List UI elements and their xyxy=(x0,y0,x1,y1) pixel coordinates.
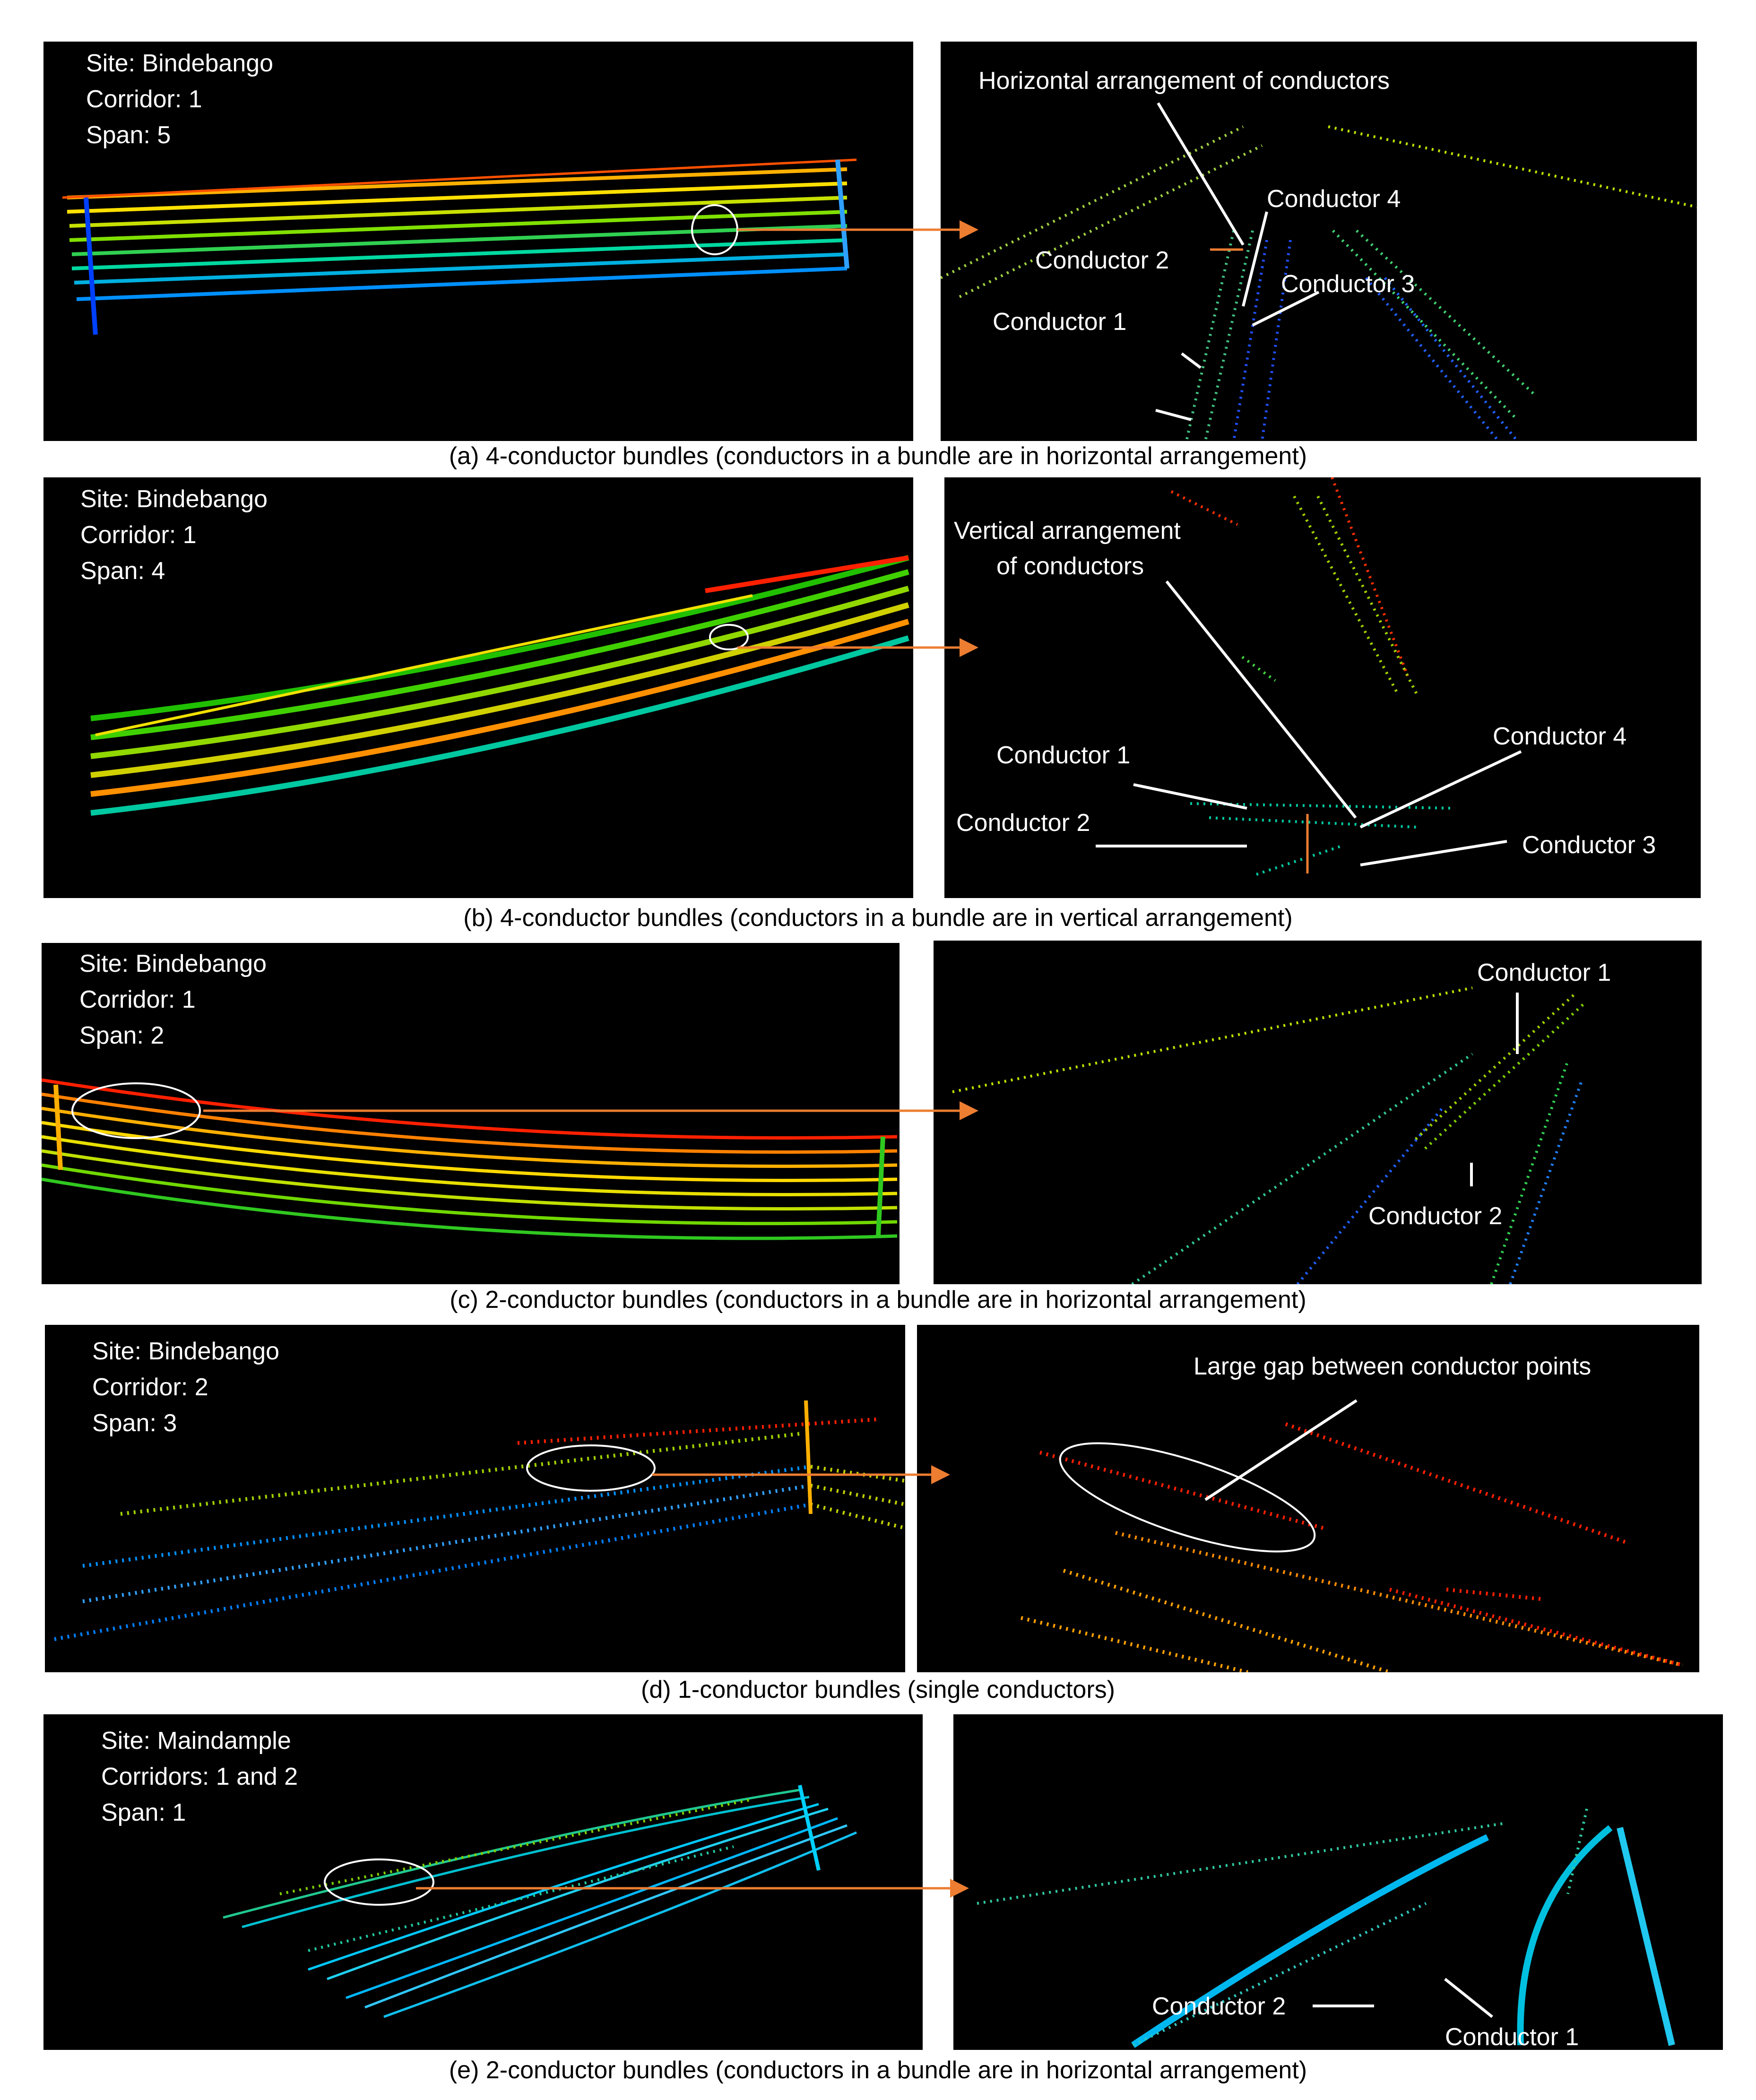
panel-d-detail: Large gap between conductor points xyxy=(917,1325,1699,1672)
caption-b: (b) 4-conductor bundles (conductors in a… xyxy=(463,904,1293,932)
zoom-arrow-b xyxy=(737,638,978,657)
zoom-arrow-e xyxy=(416,1879,969,1898)
panel-c-overview: Site: Bindebango Corridor: 1 Span: 2 xyxy=(42,943,900,1284)
caption-c: (c) 2-conductor bundles (conductors in a… xyxy=(450,1286,1306,1314)
caption-a: (a) 4-conductor bundles (conductors in a… xyxy=(449,442,1307,470)
label-vertical-arrangement: Vertical arrangement xyxy=(954,517,1181,544)
conductor-points xyxy=(54,1417,905,1641)
label-conductor-1: Conductor 1 xyxy=(1445,2023,1579,2050)
zoom-ellipse xyxy=(324,1858,434,1906)
label-conductor-2: Conductor 2 xyxy=(1368,1202,1502,1230)
conductor-points xyxy=(1170,477,1455,876)
corridor-label: Corridor: 1 xyxy=(79,986,196,1013)
tower xyxy=(798,1785,821,1871)
conductor-points xyxy=(279,1798,753,1952)
site-label: Site: Bindebango xyxy=(80,485,268,513)
point-cloud-d-overview xyxy=(54,1400,905,1641)
annotation-arrows xyxy=(1155,102,1320,421)
conductor-points xyxy=(952,986,1587,1284)
caption-d: (d) 1-conductor bundles (single conducto… xyxy=(641,1676,1115,1703)
zoom-arrow-c xyxy=(203,1101,978,1120)
tower xyxy=(804,1400,813,1514)
label-conductor-4: Conductor 4 xyxy=(1267,185,1401,213)
label-of-conductors: of conductors xyxy=(996,553,1144,580)
corridor-label: Corridor: 1 xyxy=(86,86,202,113)
zoom-arrow-d xyxy=(652,1465,950,1484)
point-cloud-e-overview xyxy=(223,1785,857,2018)
panel-e-detail: Conductor 2 Conductor 1 xyxy=(953,1714,1723,2050)
site-info: Site: Bindebango Corridor: 2 Span: 3 xyxy=(92,1333,279,1441)
panel-c-detail: Conductor 1 Conductor 2 xyxy=(934,941,1702,1284)
site-info: Site: Bindebango Corridor: 1 Span: 5 xyxy=(86,45,273,153)
conductor-points xyxy=(1021,1422,1683,1672)
label-conductor-1: Conductor 1 xyxy=(996,742,1130,769)
caption-e: (e) 2-conductor bundles (conductors in a… xyxy=(449,2057,1307,2084)
point-cloud-b-overview xyxy=(90,555,909,816)
corridor-label: Corridor: 1 xyxy=(80,521,197,549)
towers xyxy=(53,1084,885,1236)
label-horizontal-arrangement: Horizontal arrangement of conductors xyxy=(978,67,1390,95)
panel-a-overview: Site: Bindebango Corridor: 1 Span: 5 xyxy=(43,42,913,441)
conductor-lines xyxy=(62,158,857,301)
zoom-ellipse xyxy=(526,1444,656,1492)
conductor-points xyxy=(977,1808,1588,2047)
site-info: Site: Maindample Corridors: 1 and 2 Span… xyxy=(101,1723,298,1831)
conductor-lines xyxy=(90,555,909,816)
site-info: Site: Bindebango Corridor: 1 Span: 2 xyxy=(79,946,267,1054)
site-label: Site: Bindebango xyxy=(92,1338,280,1365)
site-label: Site: Bindebango xyxy=(86,50,274,77)
site-label: Site: Bindebango xyxy=(79,950,267,977)
point-cloud-a-overview xyxy=(62,158,857,335)
label-conductor-2: Conductor 2 xyxy=(956,809,1090,837)
point-cloud-c-detail: Conductor 1 Conductor 2 xyxy=(952,959,1611,1284)
label-conductor-2: Conductor 2 xyxy=(1152,1993,1286,2020)
zoom-ellipse xyxy=(709,624,749,650)
label-conductor-3: Conductor 3 xyxy=(1522,831,1656,859)
span-label: Span: 3 xyxy=(92,1409,177,1437)
annotation-arrows xyxy=(1096,580,1522,866)
corridor-label: Corridor: 2 xyxy=(92,1374,208,1401)
corridor-label: Corridors: 1 and 2 xyxy=(101,1763,298,1790)
span-label: Span: 5 xyxy=(86,121,171,149)
site-label: Site: Maindample xyxy=(101,1727,291,1754)
conductor-points xyxy=(941,125,1697,441)
label-conductor-1: Conductor 1 xyxy=(1477,959,1611,986)
label-conductor-2: Conductor 2 xyxy=(1035,247,1169,274)
panel-b-detail: Vertical arrangement of conductors Condu… xyxy=(944,477,1701,898)
annotation-arrows xyxy=(1470,993,1519,1186)
annotation-arrows xyxy=(1313,1978,1493,2018)
annotation-arrow xyxy=(1204,1399,1358,1501)
gap-ellipse xyxy=(1059,1442,1316,1553)
span-label: Span: 2 xyxy=(79,1022,164,1049)
site-info: Site: Bindebango Corridor: 1 Span: 4 xyxy=(80,481,268,589)
panel-b-overview: Site: Bindebango Corridor: 1 Span: 4 xyxy=(43,477,913,898)
point-cloud-a-detail: Horizontal arrangement of conductors Con… xyxy=(941,67,1697,441)
point-cloud-b-detail: Vertical arrangement of conductors Condu… xyxy=(954,477,1656,876)
label-large-gap: Large gap between conductor points xyxy=(1194,1353,1591,1380)
span-label: Span: 4 xyxy=(80,557,165,585)
conductor-lines xyxy=(42,1078,898,1240)
label-conductor-4: Conductor 4 xyxy=(1493,723,1626,750)
conductor-lines xyxy=(1131,1825,1675,2048)
panel-d-overview: Site: Bindebango Corridor: 2 Span: 3 xyxy=(45,1325,905,1672)
panel-a-detail: Horizontal arrangement of conductors Con… xyxy=(941,42,1697,441)
zoom-ellipse xyxy=(71,1082,201,1139)
conductor-lines xyxy=(223,1789,857,2018)
span-label: Span: 1 xyxy=(101,1799,186,1826)
towers xyxy=(84,159,849,335)
point-cloud-d-detail: Large gap between conductor points xyxy=(1021,1353,1683,1672)
label-conductor-3: Conductor 3 xyxy=(1281,270,1415,298)
zoom-arrow-a xyxy=(737,220,978,239)
panel-e-overview: Site: Maindample Corridors: 1 and 2 Span… xyxy=(43,1714,923,2050)
point-cloud-c-overview xyxy=(42,1078,898,1240)
label-conductor-1: Conductor 1 xyxy=(993,308,1126,336)
point-cloud-e-detail: Conductor 2 Conductor 1 xyxy=(977,1808,1675,2050)
